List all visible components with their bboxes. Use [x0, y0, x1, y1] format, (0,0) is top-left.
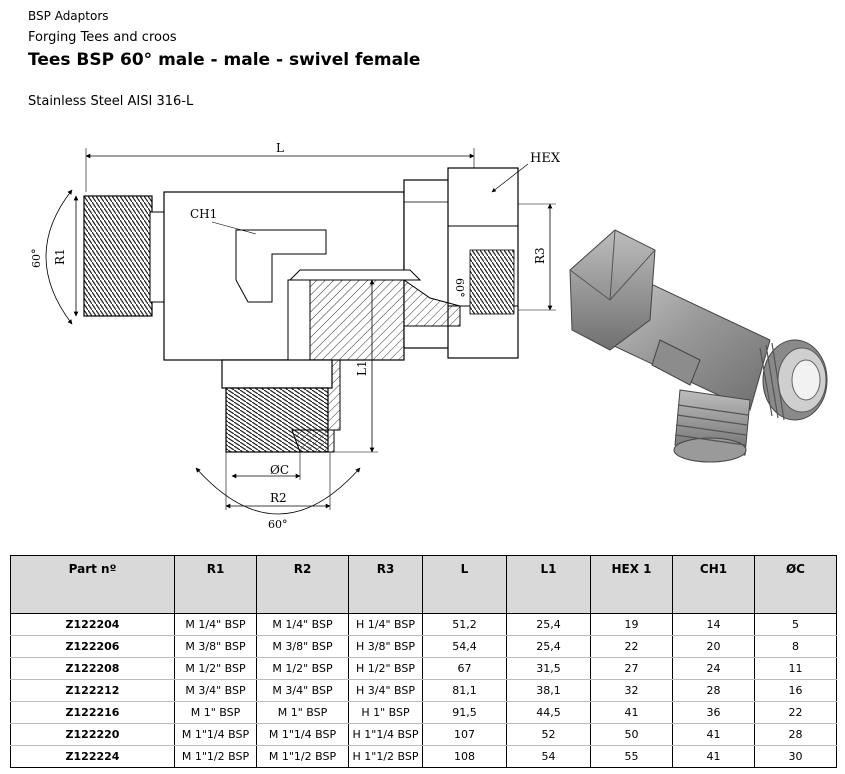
- angle-bottom-label: 60°: [268, 518, 288, 531]
- table-cell: 31,5: [506, 657, 591, 680]
- table-cell: H 1"1/2 BSP: [348, 745, 423, 768]
- material-label: Stainless Steel AISI 316-L: [28, 94, 194, 109]
- table-cell: 108: [422, 745, 507, 768]
- angle-cone-label: 60°: [453, 278, 466, 298]
- oc-label: ØC: [270, 463, 289, 477]
- r1-label: R1: [53, 248, 67, 265]
- table-cell: 32: [590, 679, 673, 702]
- table-cell: 5: [754, 613, 837, 636]
- table-cell: H 3/4" BSP: [348, 679, 423, 702]
- table-cell: 25,4: [506, 613, 591, 636]
- table-cell: 24: [672, 657, 755, 680]
- table-cell: 28: [672, 679, 755, 702]
- table-cell: M 1/2" BSP: [174, 657, 257, 680]
- table-cell: 11: [754, 657, 837, 680]
- part-number-cell: Z122206: [10, 635, 175, 658]
- table-cell: 41: [590, 701, 673, 724]
- table-cell: M 1"1/4 BSP: [174, 723, 257, 746]
- table-cell: 36: [672, 701, 755, 724]
- column-header: R1: [174, 555, 257, 614]
- part-number-cell: Z122208: [10, 657, 175, 680]
- part-number-cell: Z122204: [10, 613, 175, 636]
- part-number-cell: Z122224: [10, 745, 175, 768]
- table-cell: 14: [672, 613, 755, 636]
- table-cell: 22: [590, 635, 673, 658]
- page-title: Tees BSP 60° male - male - swivel female: [28, 50, 421, 70]
- table-cell: 8: [754, 635, 837, 658]
- table-cell: 28: [754, 723, 837, 746]
- table-cell: H 3/8" BSP: [348, 635, 423, 658]
- table-cell: M 1"1/4 BSP: [256, 723, 349, 746]
- table-cell: 38,1: [506, 679, 591, 702]
- table-cell: 41: [672, 723, 755, 746]
- angle-left-label: 60°: [30, 249, 43, 269]
- table-cell: 44,5: [506, 701, 591, 724]
- ch1-label: CH1: [190, 207, 217, 221]
- table-cell: M 1"1/2 BSP: [256, 745, 349, 768]
- table-cell: 25,4: [506, 635, 591, 658]
- table-cell: H 1" BSP: [348, 701, 423, 724]
- column-header: CH1: [672, 555, 755, 614]
- table-cell: 91,5: [422, 701, 507, 724]
- column-header: L1: [506, 555, 591, 614]
- l1-label: L1: [355, 360, 369, 376]
- table-cell: 19: [590, 613, 673, 636]
- table-cell: 27: [590, 657, 673, 680]
- table-cell: M 3/8" BSP: [256, 635, 349, 658]
- r2-label: R2: [270, 491, 287, 505]
- table-cell: 51,2: [422, 613, 507, 636]
- r3-label: R3: [533, 247, 547, 264]
- table-cell: M 1" BSP: [256, 701, 349, 724]
- category-label: BSP Adaptors: [28, 9, 109, 23]
- table-cell: M 1/2" BSP: [256, 657, 349, 680]
- table-cell: M 1" BSP: [174, 701, 257, 724]
- table-cell: M 1/4" BSP: [174, 613, 257, 636]
- table-cell: H 1"1/4 BSP: [348, 723, 423, 746]
- table-cell: 81,1: [422, 679, 507, 702]
- table-cell: 16: [754, 679, 837, 702]
- part-number-cell: Z122216: [10, 701, 175, 724]
- table-cell: 50: [590, 723, 673, 746]
- table-cell: M 3/4" BSP: [174, 679, 257, 702]
- table-cell: M 1/4" BSP: [256, 613, 349, 636]
- subcategory-label: Forging Tees and croos: [28, 30, 177, 45]
- table-cell: 20: [672, 635, 755, 658]
- table-cell: 52: [506, 723, 591, 746]
- table-cell: 67: [422, 657, 507, 680]
- column-header: R3: [348, 555, 423, 614]
- part-number-cell: Z122220: [10, 723, 175, 746]
- table-cell: 41: [672, 745, 755, 768]
- table-cell: H 1/2" BSP: [348, 657, 423, 680]
- table-cell: 54: [506, 745, 591, 768]
- table-cell: M 3/4" BSP: [256, 679, 349, 702]
- table-cell: 107: [422, 723, 507, 746]
- column-header: Part nº: [10, 555, 175, 614]
- dim-l-label: L: [276, 141, 284, 155]
- table-cell: 54,4: [422, 635, 507, 658]
- column-header: R2: [256, 555, 349, 614]
- column-header: ØC: [754, 555, 837, 614]
- column-header: HEX 1: [590, 555, 673, 614]
- table-cell: 22: [754, 701, 837, 724]
- table-cell: M 1"1/2 BSP: [174, 745, 257, 768]
- column-header: L: [422, 555, 507, 614]
- table-cell: M 3/8" BSP: [174, 635, 257, 658]
- table-cell: H 1/4" BSP: [348, 613, 423, 636]
- product-render: [569, 229, 828, 463]
- part-number-cell: Z122212: [10, 679, 175, 702]
- hex1-label: HEX 1: [530, 151, 560, 166]
- technical-drawing: L CH1 R1 60° R3 HEX 1 60° L1 ØC: [30, 141, 560, 531]
- table-cell: 30: [754, 745, 837, 768]
- table-cell: 55: [590, 745, 673, 768]
